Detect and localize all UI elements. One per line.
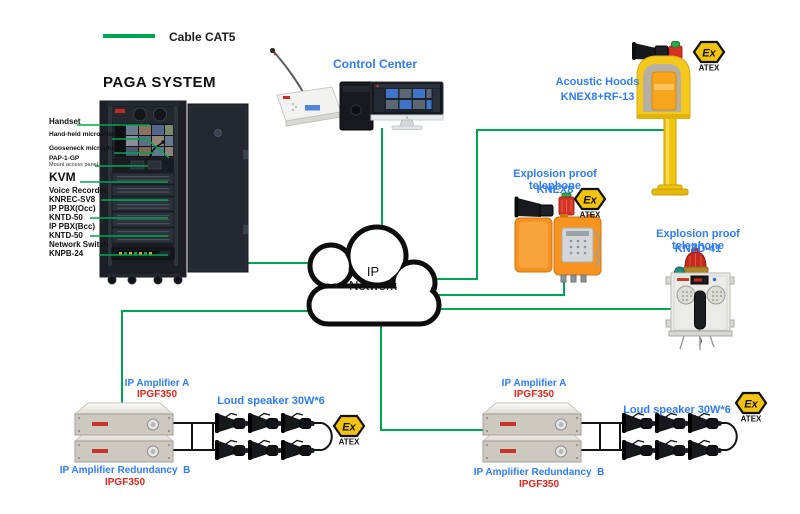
horn-speaker-icon xyxy=(514,196,554,218)
control-center-label: Control Center xyxy=(333,57,417,71)
control-center-equipment xyxy=(269,47,444,131)
handset xyxy=(694,290,706,330)
monitor xyxy=(370,81,444,130)
rack-label-network-switch: Network Switch KNPB-24 xyxy=(49,240,109,259)
knex8-model: KNEX8 xyxy=(536,184,574,196)
knzd41-model: KNZD-41 xyxy=(674,243,722,255)
right-amp-b-label: IP Amplifier Redundancy B xyxy=(473,467,605,478)
knzd41-title: Explosion proof telephone xyxy=(656,228,740,252)
cable-cloud-to-right-amplifier xyxy=(380,315,485,431)
rack-gooseneck-mic xyxy=(149,142,163,159)
left-amp-b-label: IP Amplifier Redundancy B xyxy=(59,465,191,476)
right-speaker-label: Loud speaker 30W*6 xyxy=(623,404,731,416)
ip-network-label: IP Network xyxy=(349,264,397,293)
svg-text:ATEX: ATEX xyxy=(741,415,762,424)
rack-monitor-screen xyxy=(113,122,175,159)
right-amp-b-model: IPGF350 xyxy=(518,479,560,490)
leader-handheld-mic xyxy=(112,138,170,159)
acoustic-hoods-title: Acoustic Hoods xyxy=(555,76,640,88)
ip-network-cloud xyxy=(306,224,442,327)
svg-text:ATEX: ATEX xyxy=(580,211,601,220)
left-amp-a-model: IPGF350 xyxy=(136,389,178,400)
rack-label-pap-sub: Mount access panel xyxy=(49,162,98,169)
left-amp-b-model: IPGF350 xyxy=(104,477,146,488)
rack-label-pbx-occ: IP PBX(Occ) KNTD-50 xyxy=(49,204,96,223)
phone-open-door xyxy=(514,217,553,273)
svg-text:ATEX: ATEX xyxy=(699,64,720,73)
cable-cloud-to-left-amplifier xyxy=(121,310,330,404)
svg-text:Ex: Ex xyxy=(744,399,758,411)
svg-text:Ex: Ex xyxy=(342,422,356,434)
svg-text:ATEX: ATEX xyxy=(339,438,360,447)
rack-label-gooseneck-mic: Gooseneck microphone xyxy=(49,145,124,152)
rack-label-pap-model: PAP-1-GP xyxy=(49,155,80,162)
svg-text:Ex: Ex xyxy=(583,195,597,207)
right-amp-a-model: IPGF350 xyxy=(513,389,555,400)
rack-label-pbx-bcc: IP PBX(Bcc) KNTD-50 xyxy=(49,222,96,241)
phone-body xyxy=(553,214,602,283)
knex8-phone-device xyxy=(514,192,602,283)
left-amplifier-a xyxy=(73,402,175,436)
red-beacon-icon xyxy=(682,248,709,274)
rack-label-handheld-mic: Hand-held microphone xyxy=(49,131,120,138)
rack-casters xyxy=(107,273,183,285)
rack-open-door xyxy=(187,103,249,273)
right-amp-a-label: IP Amplifier A xyxy=(501,378,567,389)
phone-body xyxy=(665,272,735,350)
knzd41-phone-device xyxy=(665,248,735,350)
left-speaker-label: Loud speaker 30W*6 xyxy=(217,395,325,407)
svg-text:Ex: Ex xyxy=(702,48,716,60)
left-amp-a-label: IP Amplifier A xyxy=(124,378,190,389)
paga-rack-cabinet xyxy=(99,100,249,285)
rack-label-pap: PAP-1-GP Mount access panel xyxy=(49,155,98,169)
rack-handset xyxy=(115,126,124,154)
acoustic-hoods-model: KNEX8+RF-13 xyxy=(560,91,635,103)
horn-speaker-icon xyxy=(632,42,669,60)
acoustic-hood-device xyxy=(632,41,691,196)
rack-network-switch xyxy=(111,247,175,260)
paging-console xyxy=(269,47,342,127)
rack-label-handset: Handset xyxy=(49,117,81,126)
rack-label-kvm: KVM xyxy=(49,170,76,184)
rack-access-panel xyxy=(114,140,174,172)
knex8-title: Explosion proof telephone xyxy=(513,168,597,192)
atex-logo-acoustic-hood: Ex ATEX xyxy=(692,40,726,73)
right-amplifier-a xyxy=(481,402,583,436)
atex-logo-left-speakers: Ex ATEX xyxy=(332,414,366,447)
cable-legend-label: Cable CAT5 xyxy=(169,30,236,44)
paga-system-title: PAGA SYSTEM xyxy=(103,74,217,91)
atex-logo-right-speakers: Ex ATEX xyxy=(734,391,768,424)
alarm-beacon-icon xyxy=(558,192,575,216)
atex-logo-knex8: Ex ATEX xyxy=(573,187,607,220)
cable-cloud-to-acoustic-hood xyxy=(433,129,666,280)
rack-label-voice-recorder: Voice Recorder KNREC-SV8 xyxy=(49,186,108,205)
speaker-grille xyxy=(706,285,726,305)
acoustic-hood-shell xyxy=(636,55,691,119)
